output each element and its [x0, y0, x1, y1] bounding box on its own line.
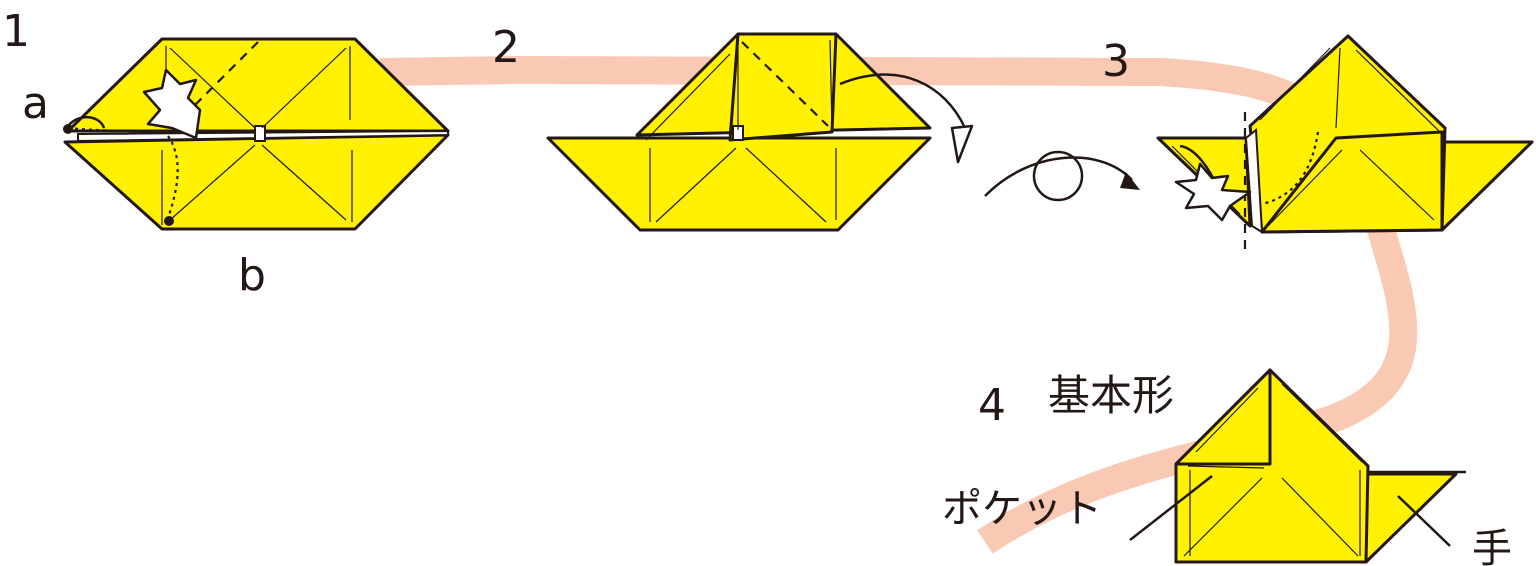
step-2: 2 — [492, 22, 974, 232]
step-1-label-a: a — [22, 78, 49, 129]
pocket-label: ポケット — [942, 486, 1102, 532]
step-3-inner-edge — [1244, 128, 1264, 234]
hand-label: 手 — [1472, 526, 1512, 566]
step-1-move-path-b — [166, 135, 179, 219]
step-3-creases — [1171, 47, 1441, 227]
step-1-move-path-a — [67, 126, 179, 134]
step-4-number: 4 — [978, 380, 1006, 431]
step-4-caption: 基本形 — [1048, 371, 1174, 420]
step-1: 1 a b — [2, 6, 450, 301]
step-3-push-arrow-icon — [1174, 162, 1252, 222]
step-1-small-arrow — [67, 116, 106, 129]
step-1-label-b: b — [238, 250, 266, 301]
step-1-upper-flap — [66, 37, 450, 133]
step-3-move-path — [1261, 131, 1320, 206]
step-4-creases — [1183, 376, 1363, 557]
step-3: 3 — [1102, 34, 1534, 250]
pocket-leader-line — [1129, 475, 1213, 541]
step-2-boat-body — [546, 136, 932, 232]
push-arrow-icon — [142, 68, 202, 140]
step-4: 4 基本形 ポケット 手 — [942, 368, 1512, 566]
step-1-inner-tab — [254, 125, 266, 142]
fold-arrow-head — [950, 124, 974, 164]
step-2-creases — [645, 38, 837, 223]
fold-arrow-icon — [839, 73, 967, 129]
step-1-fold-line — [179, 41, 259, 121]
hand-leader-line — [1397, 495, 1451, 547]
step-2-front-flap — [728, 32, 838, 142]
step-4-hand-flap — [1364, 472, 1458, 564]
step-1-lower-flap — [63, 133, 450, 231]
step-1-point-b — [164, 216, 174, 226]
step-2-fold-line — [741, 41, 829, 127]
step-3-front-panel — [1260, 130, 1444, 234]
step-3-right-flap — [1438, 140, 1534, 232]
step-1-creases — [161, 46, 353, 225]
step-4-pocket-panel — [1174, 368, 1272, 466]
step-2-number: 2 — [492, 22, 520, 73]
step-3-number: 3 — [1102, 36, 1130, 87]
step-1-number: 1 — [2, 6, 30, 57]
step-1-point-a — [63, 124, 73, 134]
flip-over-icon — [984, 150, 1140, 202]
